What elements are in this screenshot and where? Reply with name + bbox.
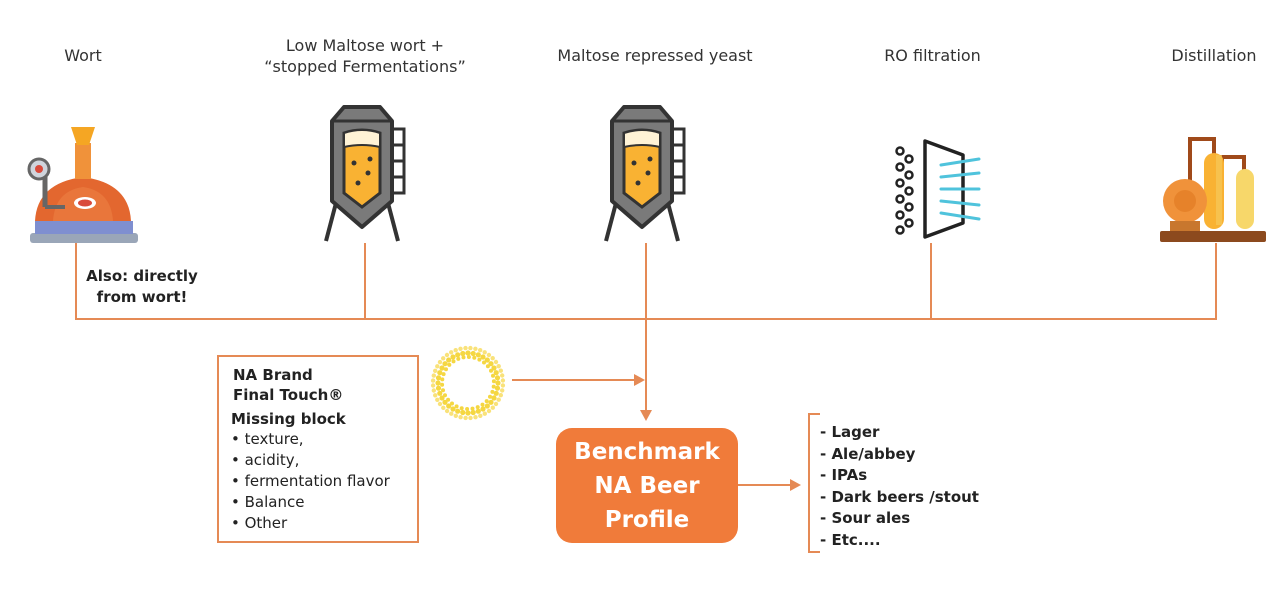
arrow-right-icon: [790, 479, 801, 491]
connector-low-maltose-drop: [364, 243, 366, 320]
stage-label-ro-filtration: RO filtration: [884, 46, 981, 65]
stage-label-wort: Wort: [64, 46, 102, 65]
benchmark-na-beer-profile: Benchmark NA Beer Profile: [556, 428, 738, 543]
connector-to-styles: [738, 484, 794, 486]
connector-wort-drop: [75, 243, 77, 320]
styles-bracket: [808, 413, 820, 553]
sunburst-icon: [430, 345, 506, 421]
list-item: • Other: [231, 514, 288, 532]
connector-sun-arrow: [512, 379, 638, 381]
filtration-membrane-icon: [895, 139, 981, 239]
final-touch-title: Final Touch®: [233, 386, 344, 404]
missing-block-title: Missing block: [231, 410, 346, 428]
brew-kettle-icon: [27, 127, 138, 243]
connector-distillation-drop: [1215, 243, 1217, 320]
stage-label-low-maltose: Low Maltose wort + “stopped Fermentation…: [264, 36, 466, 76]
list-item: - Dark beers /stout: [820, 487, 979, 506]
connector-to-benchmark: [645, 318, 647, 414]
arrow-down-icon: [640, 410, 652, 421]
list-item: - Sour ales: [820, 509, 911, 527]
connector-ro-drop: [930, 243, 932, 320]
arrow-right-icon: [634, 374, 645, 386]
list-item: - IPAs: [820, 466, 868, 484]
list-item: • texture,: [231, 430, 304, 448]
list-item: - Lager: [820, 423, 880, 441]
final-touch-title: NA Brand: [233, 366, 313, 384]
final-touch-box: NA Brand Final Touch® Missing block • te…: [217, 355, 419, 543]
beer-styles-list: - Lager - Ale/abbey - IPAs - Dark beers …: [820, 422, 979, 551]
list-item: • acidity,: [231, 451, 300, 469]
list-item: - Etc....: [820, 530, 881, 549]
distillation-still-icon: [1160, 137, 1266, 242]
list-item: - Ale/abbey: [820, 444, 916, 463]
stage-label-maltose-yeast: Maltose repressed yeast: [557, 46, 753, 65]
connector-maltose-yeast-drop: [645, 243, 647, 320]
wort-note: Also: directly from wort!: [86, 267, 198, 306]
stage-label-distillation: Distillation: [1171, 46, 1257, 65]
fermenter-tank-icon: [324, 105, 406, 242]
list-item: • fermentation flavor: [231, 472, 390, 490]
list-item: • Balance: [231, 493, 305, 511]
fermenter-tank-icon: [604, 105, 686, 242]
